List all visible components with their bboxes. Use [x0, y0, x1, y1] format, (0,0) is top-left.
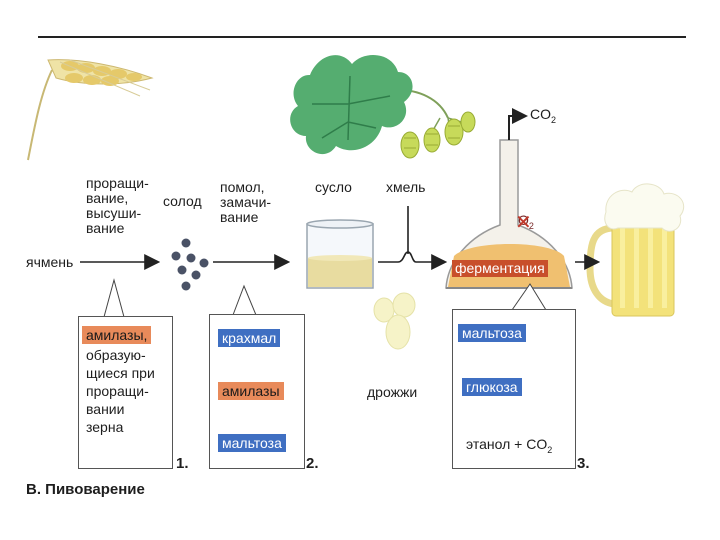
figure-caption: В. Пивоварение	[26, 481, 145, 498]
germination-label: проращи- вание, высуши- вание	[86, 176, 149, 236]
maltose-chip: мальтоза	[218, 434, 286, 452]
cross-icon: ✕	[515, 212, 532, 234]
amylase-chip: амилазы,	[82, 326, 152, 344]
milling-label: помол, замачи- вание	[220, 180, 271, 225]
beer-mug-icon	[586, 183, 685, 317]
germination-line: вание	[86, 220, 125, 236]
box-pointers	[103, 278, 547, 318]
box1-line: образую-	[86, 347, 146, 363]
glucose-chip: глюкоза	[462, 378, 522, 396]
step-number-1: 1.	[176, 455, 189, 472]
milling-line: вание	[220, 209, 259, 225]
milling-line: помол,	[220, 179, 265, 195]
maltose-chip-2: мальтоза	[458, 324, 526, 342]
barley-label: ячмень	[26, 254, 74, 270]
o2-blocked-label: O2 ✕	[515, 212, 534, 234]
malt-grains-icon	[171, 238, 209, 291]
box1-line: вании	[86, 401, 125, 417]
milling-line: замачи-	[220, 194, 272, 210]
wort-beaker-icon	[306, 219, 374, 289]
box1-line: зерна	[86, 419, 124, 435]
hop-plant-icon	[290, 54, 476, 159]
amylase-chip-2: амилазы	[218, 382, 284, 400]
step-number-2: 2.	[306, 455, 319, 472]
fermentation-label: ферментация	[452, 260, 548, 277]
malt-label: солод	[163, 193, 202, 209]
yeast-cells-icon	[373, 292, 416, 350]
yeast-label: дрожжи	[367, 384, 418, 400]
hops-label: хмель	[386, 179, 426, 195]
barley-ear-icon	[27, 59, 154, 161]
flow-arrows	[80, 206, 601, 270]
germination-line: проращи-	[86, 175, 149, 191]
box1-description: образую- щиеся при проращи- вании зерна	[86, 346, 155, 436]
step-number-3: 3.	[577, 455, 590, 472]
wort-label: сусло	[315, 179, 352, 195]
ethanol-co2-label: этанол + CO2	[466, 436, 553, 455]
top-rule	[38, 36, 686, 38]
germination-line: вание,	[86, 190, 129, 206]
box1-line: проращи-	[86, 383, 149, 399]
box1-line: щиеся при	[86, 365, 155, 381]
co2-output-label: CO2	[530, 106, 557, 125]
starch-chip: крахмал	[218, 329, 281, 347]
germination-line: высуши-	[86, 205, 142, 221]
